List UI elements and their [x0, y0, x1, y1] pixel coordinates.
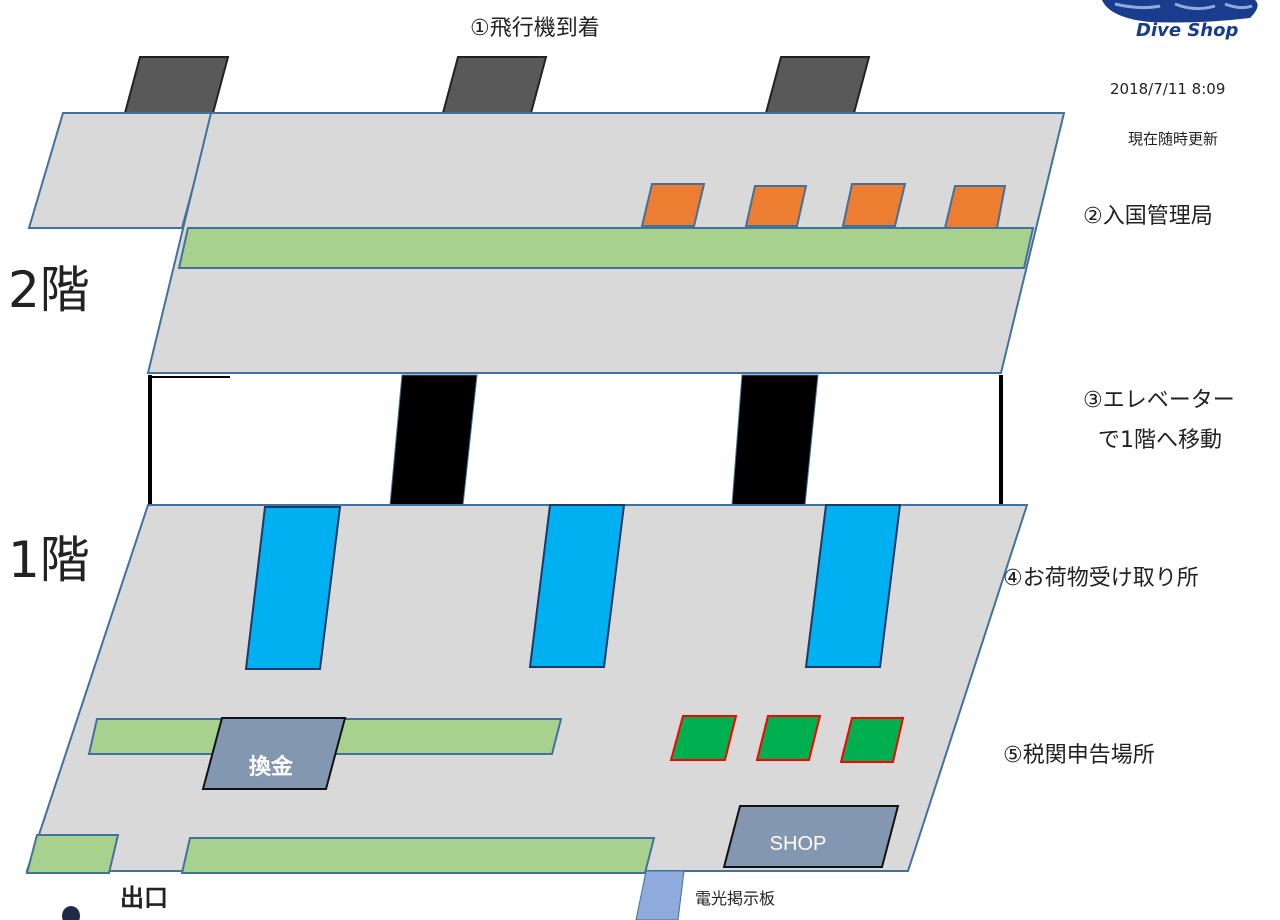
baggage-carousel [804, 504, 902, 668]
gate-3 [764, 56, 871, 114]
shop [722, 805, 900, 868]
floor2-wing [27, 112, 215, 229]
floor-label-1f: 1階 [8, 531, 90, 589]
dive-shop-logo [1102, 0, 1258, 23]
queue-lane-2f [177, 227, 1035, 269]
immigration-booth [943, 185, 1007, 229]
exit-label: 出口 [120, 884, 168, 912]
customs-booth [755, 715, 822, 761]
gate-1 [123, 56, 230, 114]
logo-text: Dive Shop [1136, 20, 1239, 41]
currency-exchange [201, 717, 347, 790]
currency-exchange-label: 換金 [249, 754, 294, 780]
step-immigration: ②入国管理局 [1083, 204, 1213, 229]
floor-label-2f: 2階 [8, 261, 90, 319]
info-board [635, 870, 685, 920]
shop-label: SHOP [770, 833, 827, 855]
immigration-booth [744, 185, 808, 227]
timestamp: 2018/7/11 8:09 [1110, 80, 1226, 98]
baggage-carousel [528, 504, 626, 668]
step-baggage: ④お荷物受け取り所 [1003, 566, 1199, 591]
customs-booth [839, 717, 905, 763]
step-elevator-line1: ③エレベーター [1083, 388, 1235, 413]
queue-lane-1f [180, 837, 656, 874]
immigration-booth [841, 183, 907, 227]
info-board-label: 電光掲示板 [695, 889, 776, 908]
queue-lane-1f-small [25, 834, 120, 874]
immigration-booth [640, 183, 706, 227]
exit-marker [62, 906, 80, 920]
step-elevator-line2: で1階へ移動 [1098, 428, 1222, 453]
arrival-title: ①飛行機到着 [470, 16, 600, 41]
gate-2 [441, 56, 548, 114]
update-note: 現在随時更新 [1128, 130, 1219, 148]
customs-booth [669, 715, 738, 761]
elevator [389, 374, 478, 506]
elevator [731, 374, 819, 506]
baggage-carousel [244, 506, 342, 670]
step-customs: ⑤税関申告場所 [1003, 743, 1155, 768]
